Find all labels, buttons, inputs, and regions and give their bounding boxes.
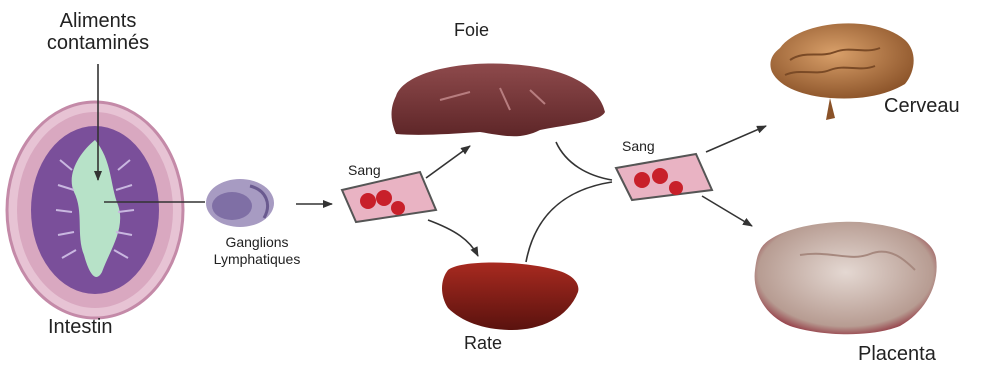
arrow-blood-to-spleen bbox=[428, 220, 478, 256]
arrow-blood-to-brain bbox=[706, 126, 766, 152]
label-intestin: Intestin bbox=[48, 316, 112, 339]
liver-image bbox=[392, 64, 606, 137]
label-rate: Rate bbox=[464, 333, 502, 354]
arrow-blood-to-liver bbox=[426, 146, 470, 178]
label-sang-right: Sang bbox=[622, 138, 655, 154]
arrow-blood-to-placenta bbox=[702, 196, 752, 226]
label-foie: Foie bbox=[454, 20, 489, 41]
label-cerveau: Cerveau bbox=[884, 95, 960, 118]
label-placenta: Placenta bbox=[858, 343, 936, 366]
line-spleen-to-blood bbox=[526, 182, 612, 262]
spleen-image bbox=[442, 263, 578, 331]
label-aliments-contamines: Aliments contaminés bbox=[28, 10, 168, 54]
blood-vessel-image-left bbox=[342, 172, 436, 222]
intestine-section-image bbox=[7, 102, 183, 318]
line-liver-to-blood bbox=[556, 142, 612, 180]
label-sang-left: Sang bbox=[348, 162, 381, 178]
lymph-node-image bbox=[206, 179, 274, 227]
blood-vessel-image-right bbox=[616, 154, 712, 200]
placenta-image bbox=[755, 222, 937, 335]
label-ganglions-lymphatiques: Ganglions Lymphatiques bbox=[202, 234, 312, 268]
